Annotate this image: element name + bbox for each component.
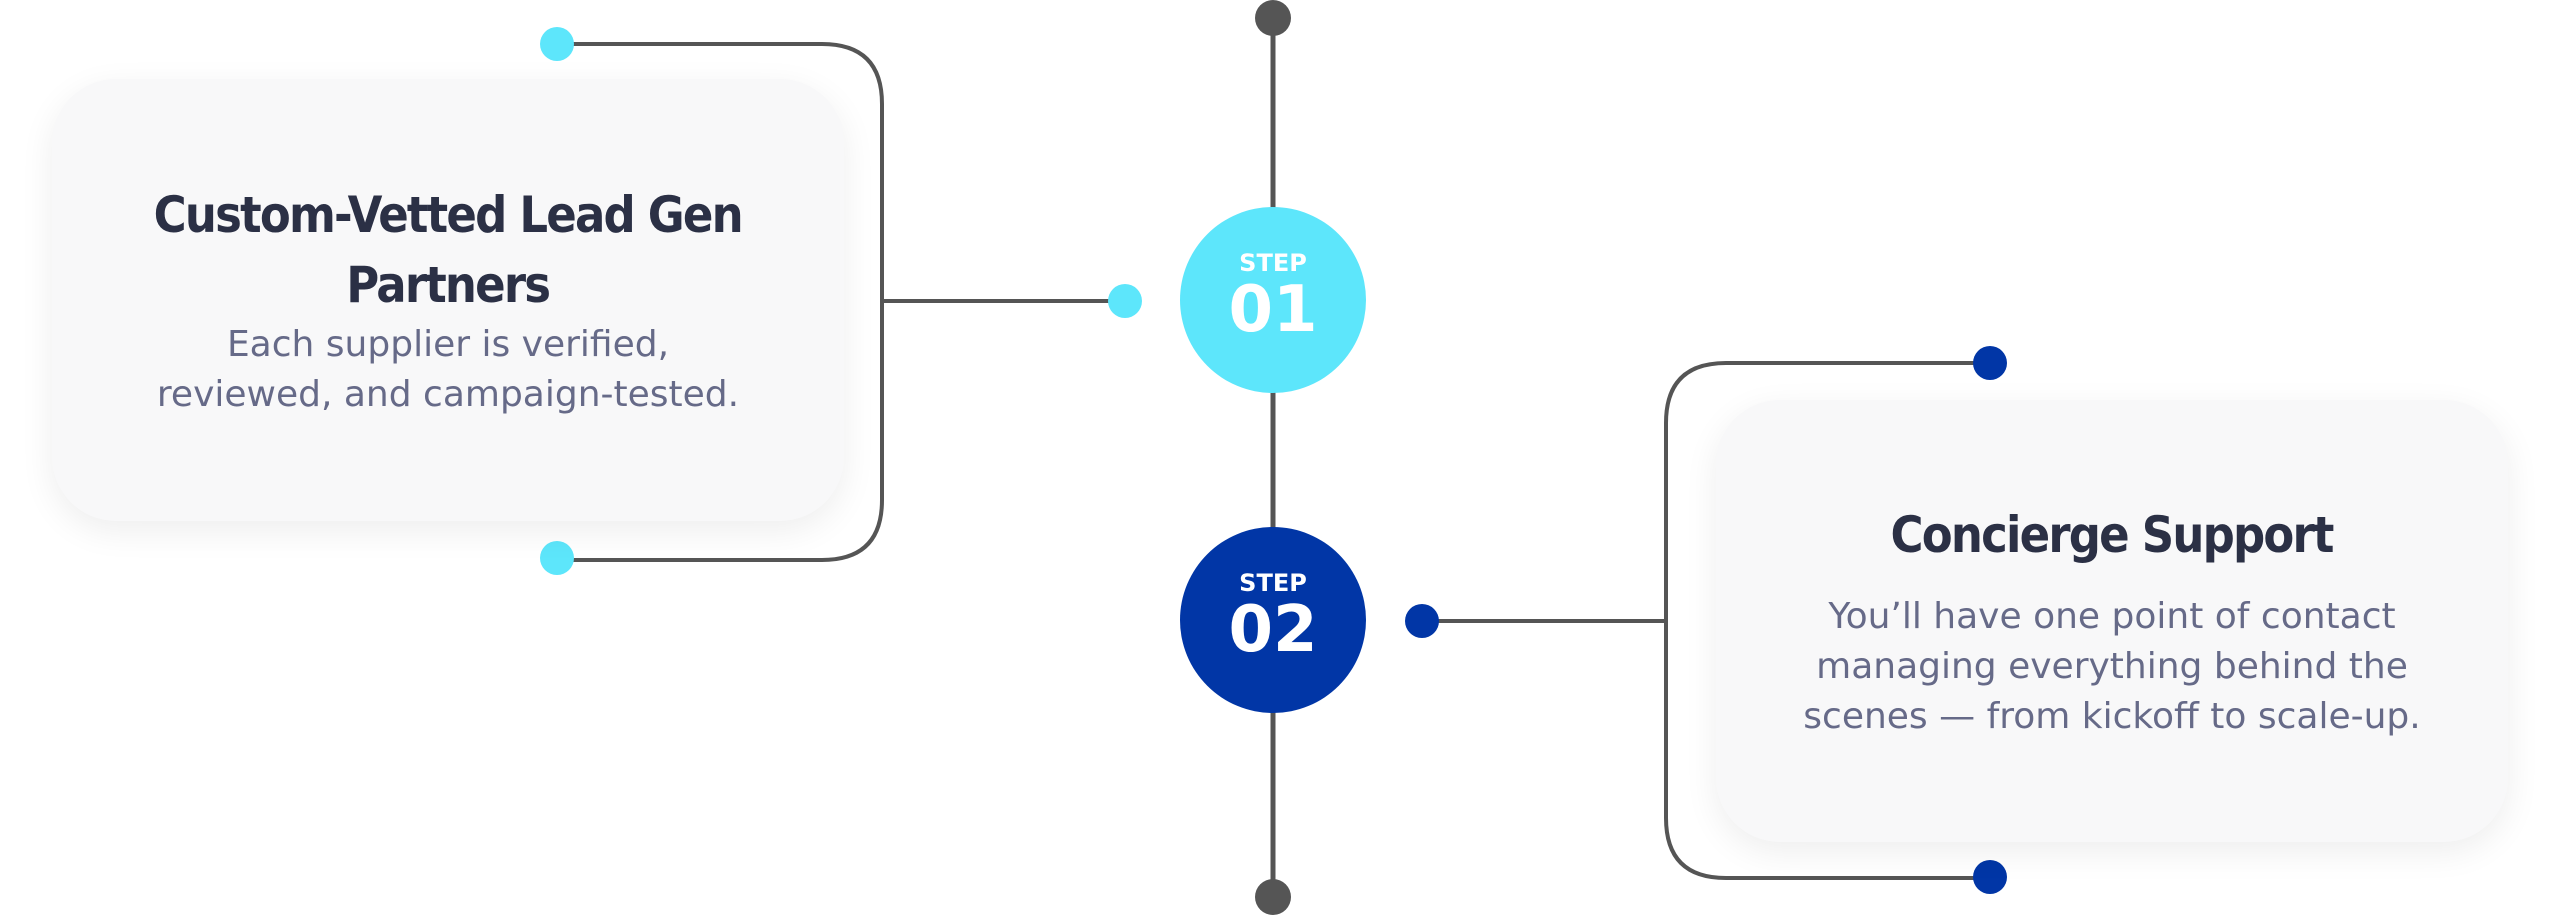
step-2-card-title: Concierge Support <box>1890 500 2335 570</box>
step-1-desc-line-2: reviewed, and campaign-tested. <box>156 374 740 415</box>
timeline-end-dot <box>1255 879 1291 915</box>
step-1-connector-dot <box>1108 284 1142 318</box>
card-1-top-dot <box>540 27 574 61</box>
card-2-bottom-dot <box>1973 860 2007 894</box>
step-2-badge: STEP 02 <box>1180 527 1366 713</box>
step-1-title-line-1: Custom-Vetted Lead Gen <box>153 186 744 244</box>
step-1-card: Custom-Vetted Lead Gen Partners Each sup… <box>52 79 844 521</box>
step-2-title-line-1: Concierge Support <box>1890 506 2335 564</box>
step-2-connector-dot <box>1405 604 1439 638</box>
step-1-card-title: Custom-Vetted Lead Gen Partners <box>153 180 744 320</box>
step-2-card-description: You’ll have one point of contact managin… <box>1803 592 2420 742</box>
step-1-title-line-2: Partners <box>346 256 552 314</box>
card-1-bottom-dot <box>540 541 574 575</box>
step-1-number: 01 <box>1228 273 1318 347</box>
step-2-desc-line-1: You’ll have one point of contact <box>1828 596 2396 637</box>
step-1-label: STEP <box>1239 249 1307 277</box>
step-2-number: 02 <box>1228 593 1318 667</box>
step-1-desc-line-1: Each supplier is verified, <box>226 324 670 365</box>
step-1-card-description: Each supplier is verified, reviewed, and… <box>157 320 739 420</box>
step-2-card: Concierge Support You’ll have one point … <box>1716 400 2508 842</box>
step-1-badge: STEP 01 <box>1180 207 1366 393</box>
step-2-label: STEP <box>1239 569 1307 597</box>
step-2-desc-line-3: scenes — from kickoff to scale-up. <box>1803 696 2421 737</box>
card-2-top-dot <box>1973 346 2007 380</box>
step-2-desc-line-2: managing everything behind the <box>1816 646 2408 687</box>
timeline-start-dot <box>1255 0 1291 36</box>
